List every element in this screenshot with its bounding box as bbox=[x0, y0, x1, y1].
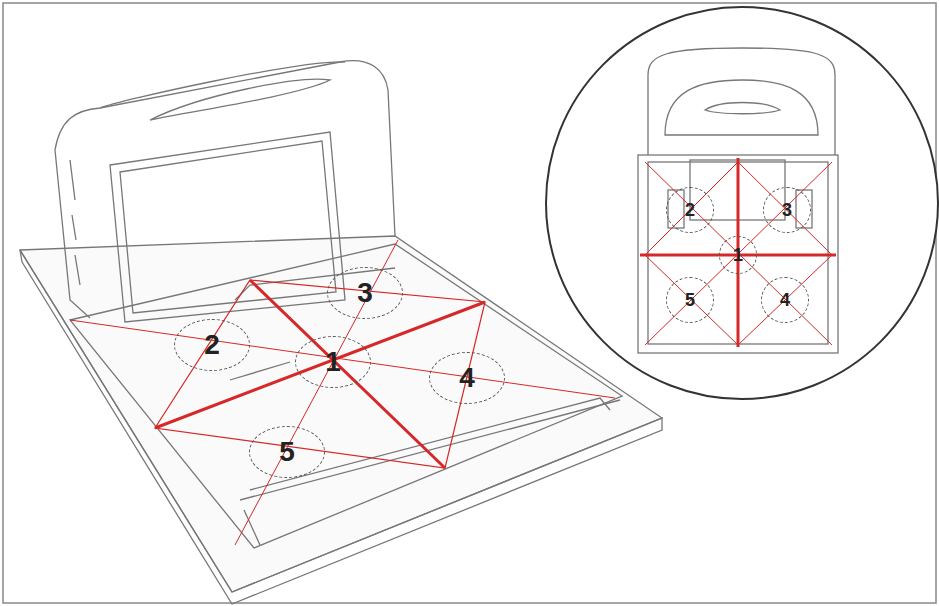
scan-zone: 5 bbox=[666, 277, 714, 323]
zone-number: 3 bbox=[357, 279, 373, 307]
zone-number: 5 bbox=[279, 438, 295, 466]
scan-zone: 1 bbox=[719, 236, 757, 274]
scan-zone: 4 bbox=[429, 352, 505, 404]
scan-zone: 4 bbox=[761, 277, 809, 323]
scan-zone: 3 bbox=[763, 187, 811, 233]
scan-zone: 1 bbox=[295, 336, 371, 388]
zone-number: 1 bbox=[733, 246, 743, 264]
scan-zone: 3 bbox=[327, 267, 403, 319]
scan-zone: 2 bbox=[174, 319, 250, 371]
zone-number: 4 bbox=[459, 364, 475, 392]
scan-zone: 5 bbox=[249, 426, 325, 478]
zone-number: 4 bbox=[780, 291, 790, 309]
zone-number: 2 bbox=[204, 331, 220, 359]
zone-number: 5 bbox=[685, 291, 695, 309]
zone-number: 2 bbox=[685, 201, 695, 219]
zone-number: 1 bbox=[325, 348, 341, 376]
zone-number: 3 bbox=[782, 201, 792, 219]
scan-zone: 2 bbox=[666, 187, 714, 233]
